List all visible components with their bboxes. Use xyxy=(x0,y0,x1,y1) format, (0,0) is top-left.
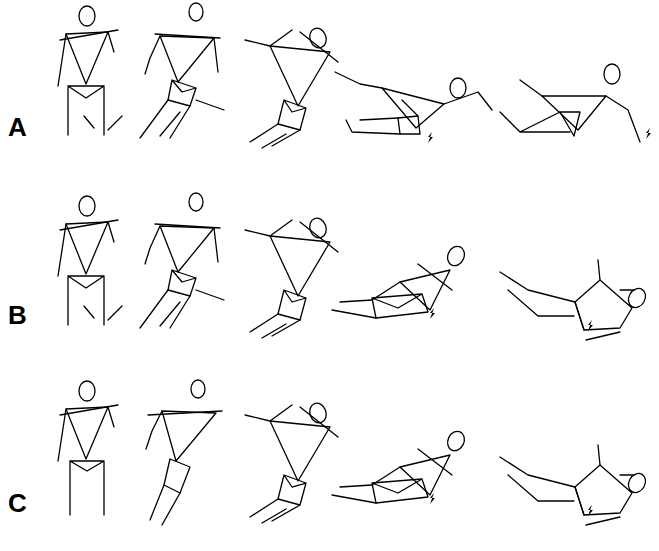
panel-letter: B xyxy=(8,302,27,328)
sequence-row xyxy=(58,193,649,340)
panel-letter: A xyxy=(8,114,27,140)
sequence-row xyxy=(58,380,649,525)
panel-letter: C xyxy=(8,490,27,516)
sequence-row xyxy=(58,3,651,148)
